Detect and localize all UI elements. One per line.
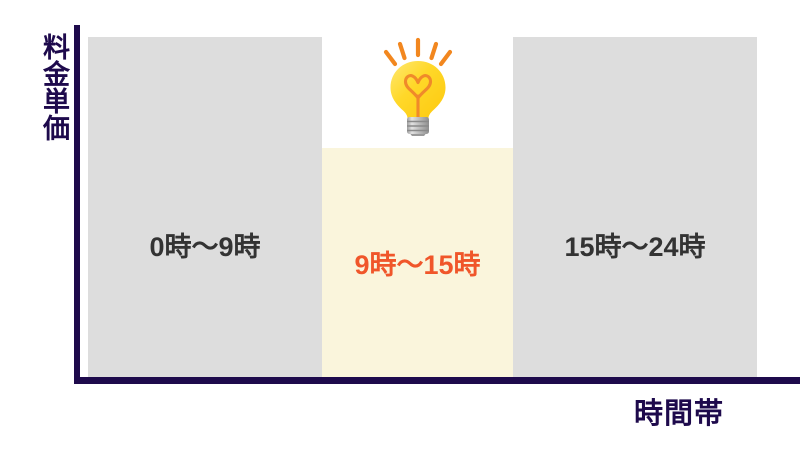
bar-evening: 15時〜24時 [513, 37, 757, 378]
lightbulb-glass [390, 61, 446, 119]
bar-label-evening: 15時〜24時 [564, 232, 706, 262]
lightbulb-screw-base [407, 117, 429, 136]
bar-morning: 0時〜9時 [88, 37, 322, 378]
bar-label-daytime: 9時〜15時 [354, 250, 481, 280]
lightbulb-icon [372, 36, 464, 136]
x-axis-title: 時間帯 [634, 398, 725, 430]
y-axis-title: 料金単価 [39, 33, 69, 141]
lightbulb-heart-filament [403, 74, 433, 100]
y-axis-line [74, 25, 80, 382]
x-axis-line [74, 377, 800, 384]
bar-label-morning: 0時〜9時 [149, 232, 261, 262]
lightbulb-rays [383, 37, 453, 67]
bar-daytime: 9時〜15時 [322, 148, 513, 378]
